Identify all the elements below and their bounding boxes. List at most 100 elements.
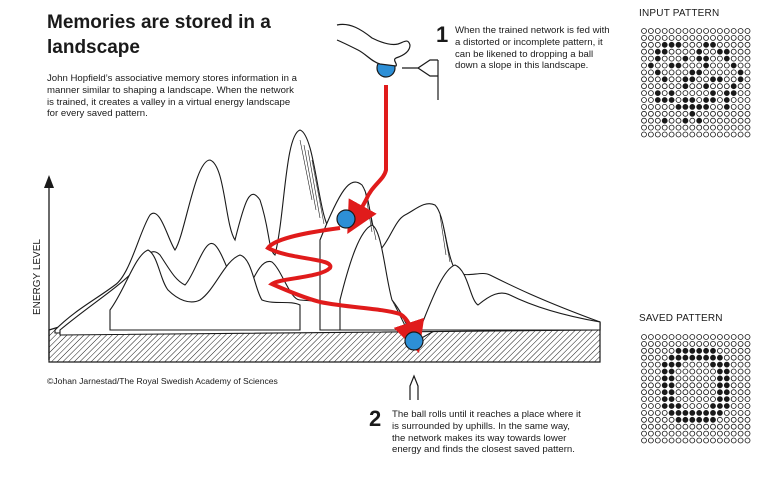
saved-pixel-off: [737, 354, 744, 361]
input-pixel-off: [696, 124, 703, 131]
saved-pixel-on: [717, 396, 723, 403]
input-pixel-on: [689, 69, 696, 76]
saved-pixel-off: [703, 423, 709, 430]
saved-pixel-off: [661, 354, 668, 361]
saved-pixel-on: [668, 361, 675, 368]
saved-pixel-off: [744, 416, 751, 423]
input-pixel-on: [654, 69, 661, 76]
saved-pattern-grid: [641, 334, 751, 444]
input-pixel-on: [661, 76, 668, 83]
saved-pixel-off: [744, 347, 751, 354]
saved-pixel-on: [668, 396, 675, 403]
input-pixel-on: [696, 69, 703, 76]
saved-pixel-on: [723, 396, 730, 403]
input-pixel-off: [744, 76, 751, 83]
saved-pixel-off: [744, 409, 751, 416]
input-pixel-off: [648, 83, 654, 90]
saved-pixel-off: [689, 382, 696, 389]
saved-pixel-off: [696, 423, 703, 430]
saved-pixel-off: [730, 423, 737, 430]
input-pixel-on: [723, 55, 730, 62]
saved-pixel-off: [730, 389, 737, 396]
saved-pixel-off: [675, 437, 682, 444]
saved-pixel-off: [689, 361, 696, 368]
input-pixel-on: [654, 90, 661, 96]
saved-pixel-off: [648, 416, 654, 423]
saved-pixel-off: [648, 368, 654, 375]
input-pixel-off: [737, 62, 744, 69]
input-pixel-off: [730, 76, 737, 83]
input-pixel-off: [689, 90, 696, 96]
saved-pixel-off: [737, 430, 744, 437]
ball-path-valley: [265, 226, 425, 354]
saved-pixel-off: [682, 403, 689, 409]
saved-pixel-off: [744, 403, 751, 409]
saved-pixel-on: [717, 368, 723, 375]
input-pixel-on: [689, 97, 696, 103]
input-pixel-off: [668, 83, 675, 90]
input-pixel-on: [696, 55, 703, 62]
input-pixel-off: [682, 69, 689, 76]
saved-pixel-off: [654, 354, 661, 361]
saved-pixel-off: [737, 396, 744, 403]
saved-pixel-off: [648, 382, 654, 389]
input-pixel-on: [710, 97, 716, 103]
input-pixel-off: [689, 62, 696, 69]
input-pixel-off: [654, 62, 661, 69]
input-pixel-off: [730, 104, 737, 110]
input-pixel-off: [744, 97, 751, 103]
input-pixel-off: [648, 104, 654, 110]
saved-pixel-off: [689, 403, 696, 409]
saved-pixel-off: [661, 437, 668, 444]
input-pixel-off: [710, 35, 716, 41]
saved-pixel-off: [730, 396, 737, 403]
saved-pixel-on: [696, 347, 703, 354]
input-pixel-on: [737, 69, 744, 76]
input-pixel-on: [682, 83, 689, 90]
input-pixel-off: [696, 90, 703, 96]
input-pixel-off: [717, 55, 723, 62]
saved-pixel-on: [668, 403, 675, 409]
saved-pixel-off: [744, 423, 751, 430]
input-pixel-off: [703, 48, 709, 55]
saved-pixel-on: [668, 409, 675, 416]
saved-pixel-off: [682, 368, 689, 375]
input-pixel-off: [730, 97, 737, 103]
saved-pixel-on: [682, 354, 689, 361]
saved-pixel-on: [668, 354, 675, 361]
saved-pixel-on: [661, 361, 668, 368]
saved-pixel-on: [689, 354, 696, 361]
input-pixel-on: [730, 62, 737, 69]
saved-pixel-off: [682, 375, 689, 382]
input-pixel-off: [723, 35, 730, 41]
saved-pixel-on: [661, 403, 668, 409]
input-pixel-on: [730, 83, 737, 90]
input-pixel-off: [710, 131, 716, 138]
input-pixel-off: [703, 110, 709, 117]
saved-pixel-on: [723, 368, 730, 375]
input-pixel-on: [710, 41, 716, 48]
input-pixel-off: [648, 41, 654, 48]
saved-pixel-on: [668, 389, 675, 396]
saved-pixel-on: [723, 403, 730, 409]
input-pixel-off: [682, 41, 689, 48]
input-pixel-off: [737, 110, 744, 117]
input-pixel-off: [668, 48, 675, 55]
input-pixel-off: [675, 28, 682, 34]
saved-pixel-off: [654, 340, 661, 347]
input-pixel-off: [710, 124, 716, 131]
input-pixel-on: [703, 104, 709, 110]
input-pixel-off: [641, 117, 647, 124]
input-pixel-off: [723, 69, 730, 76]
input-pixel-off: [717, 117, 723, 124]
input-pixel-off: [737, 131, 744, 138]
input-pixel-off: [710, 117, 716, 124]
input-pixel-off: [737, 83, 744, 90]
input-pixel-off: [654, 124, 661, 131]
saved-pixel-off: [703, 437, 709, 444]
input-pixel-off: [682, 62, 689, 69]
input-pixel-off: [675, 76, 682, 83]
input-pixel-off: [737, 104, 744, 110]
input-pixel-off: [682, 110, 689, 117]
input-pixel-off: [717, 110, 723, 117]
